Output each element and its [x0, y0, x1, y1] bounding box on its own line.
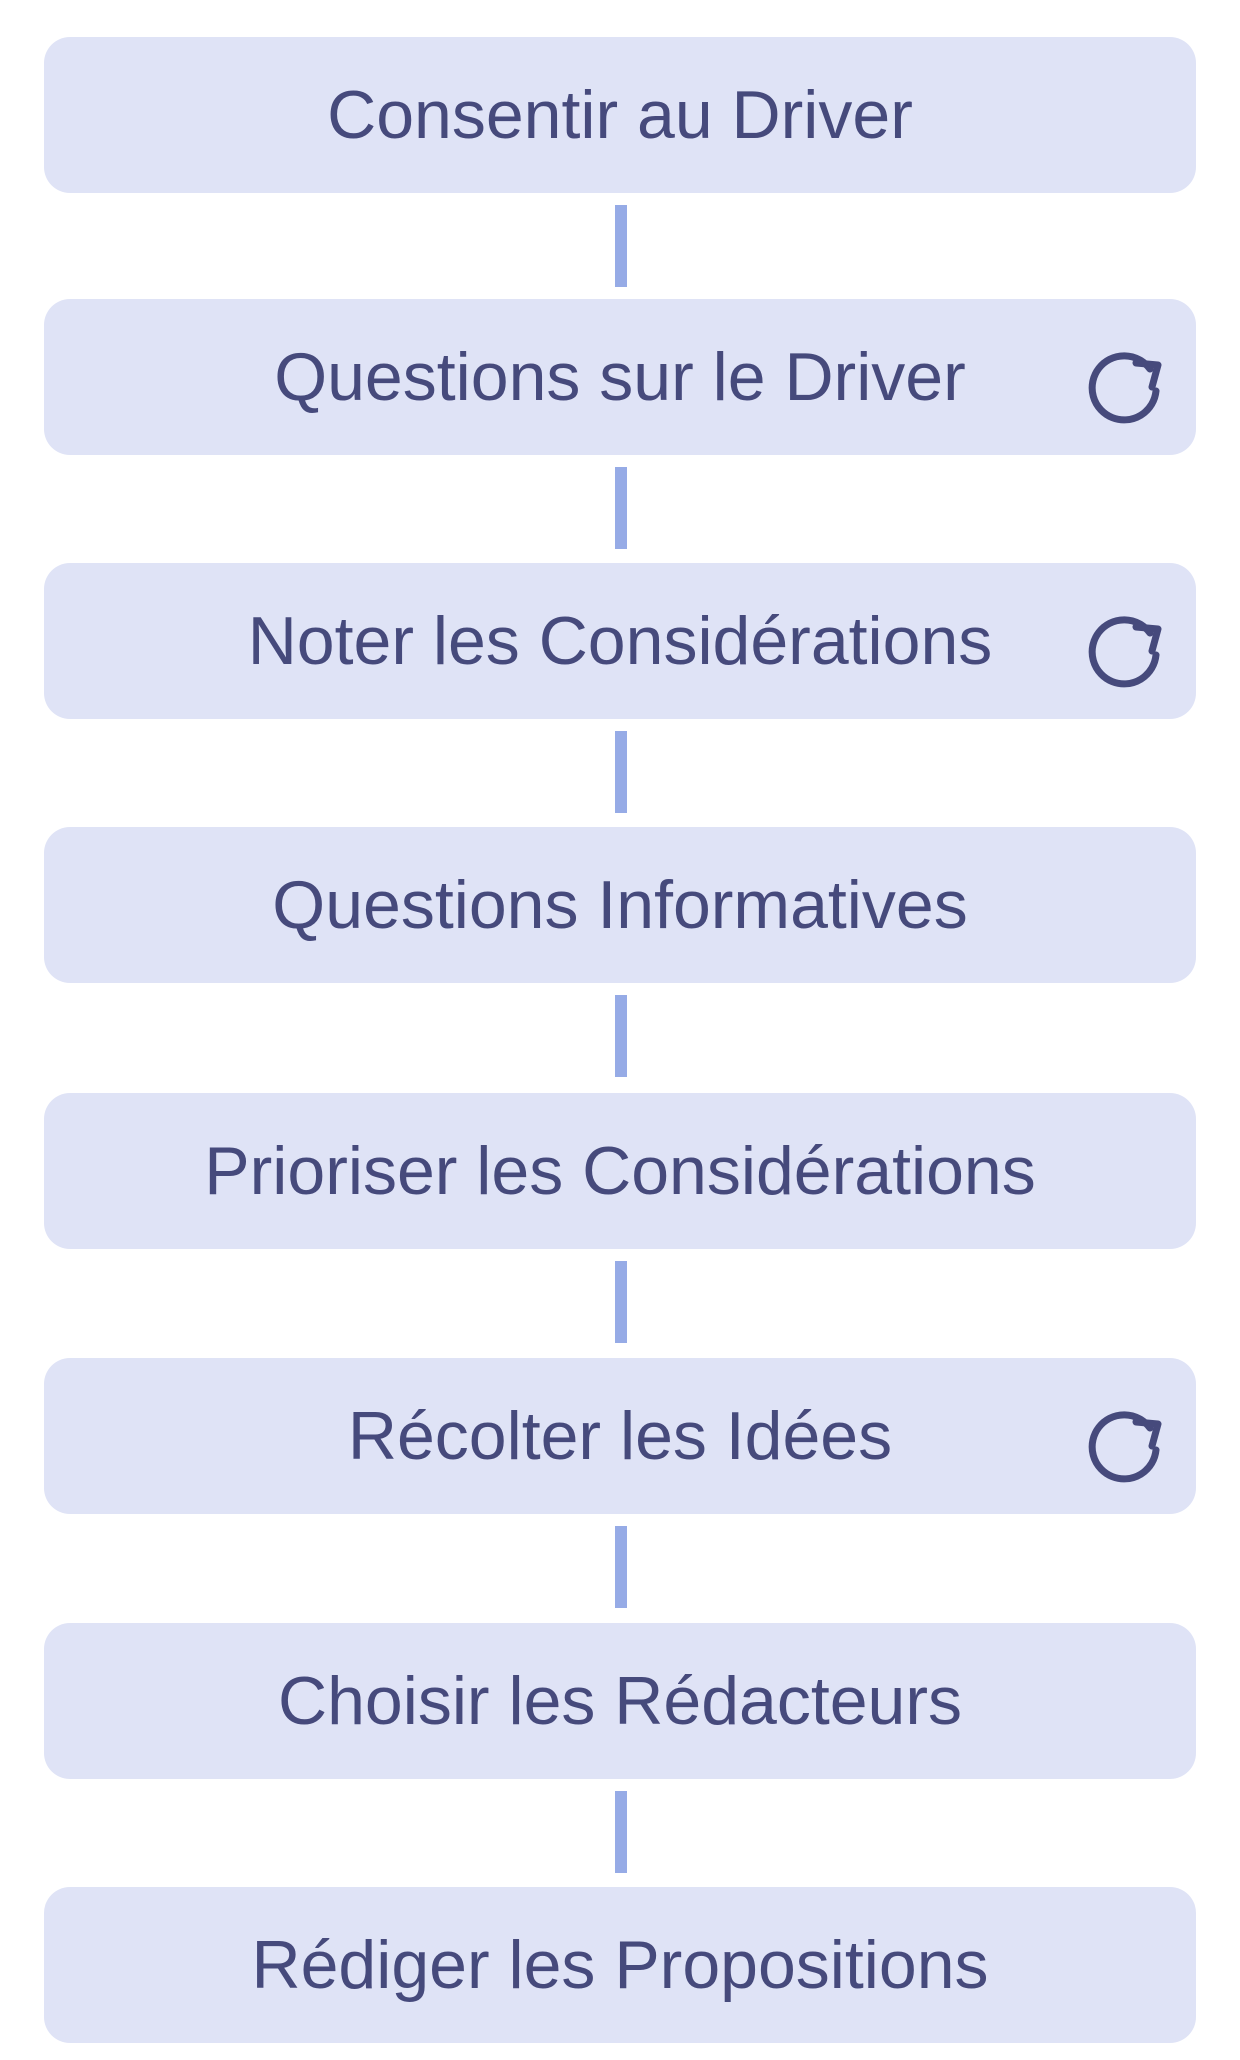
step-noter-les-considerations: Noter les Considérations	[44, 563, 1196, 719]
step-recolter-les-idees: Récolter les Idées	[44, 1358, 1196, 1514]
repeat-icon	[1088, 352, 1162, 424]
step-label: Prioriser les Considérations	[204, 1133, 1036, 1209]
step-prioriser-les-considerations: Prioriser les Considérations	[44, 1093, 1196, 1249]
step-label: Noter les Considérations	[247, 603, 993, 679]
step-rediger-les-propositions: Rédiger les Propositions	[44, 1887, 1196, 2043]
connector-line	[615, 1791, 627, 1873]
step-label: Rédiger les Propositions	[251, 1927, 989, 2003]
step-label: Récolter les Idées	[347, 1398, 893, 1474]
connector-line	[615, 1526, 627, 1608]
repeat-icon	[1088, 616, 1162, 688]
connector-line	[615, 467, 627, 549]
repeat-icon	[1088, 1411, 1162, 1483]
connector-line	[615, 995, 627, 1077]
connector-line	[615, 205, 627, 287]
step-questions-informatives: Questions Informatives	[44, 827, 1196, 983]
step-label: Questions sur le Driver	[274, 339, 966, 415]
step-label: Choisir les Rédacteurs	[277, 1663, 963, 1739]
step-label: Questions Informatives	[272, 867, 968, 943]
step-questions-sur-le-driver: Questions sur le Driver	[44, 299, 1196, 455]
step-label: Consentir au Driver	[327, 77, 913, 153]
connector-line	[615, 1261, 627, 1343]
step-choisir-les-redacteurs: Choisir les Rédacteurs	[44, 1623, 1196, 1779]
connector-line	[615, 731, 627, 813]
step-consentir-au-driver: Consentir au Driver	[44, 37, 1196, 193]
